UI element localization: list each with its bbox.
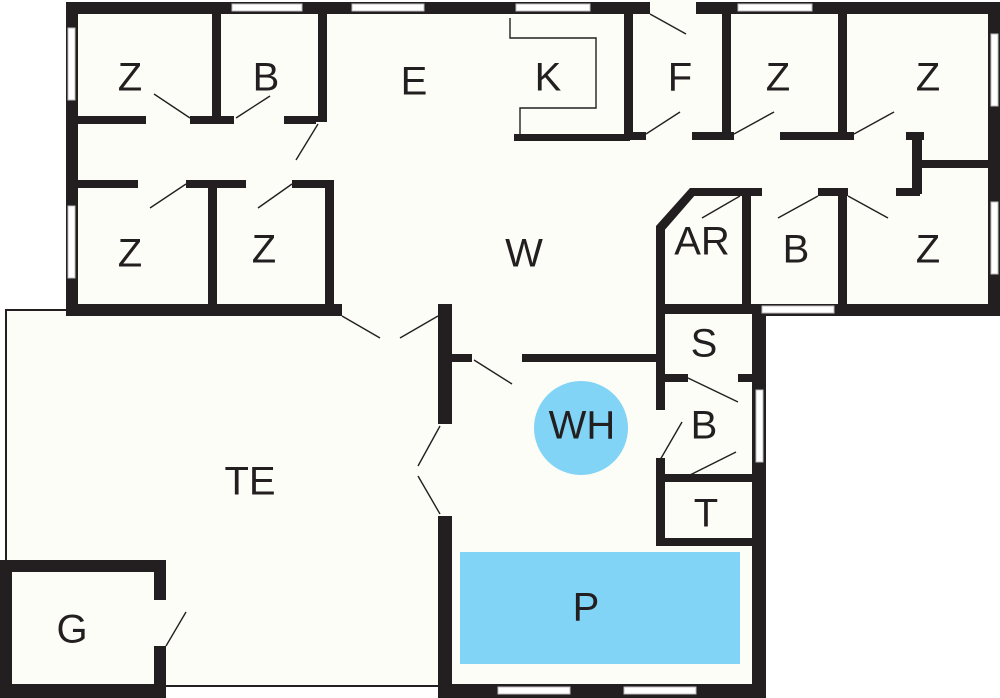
room-label-g: G [56, 608, 87, 652]
room-label-z6: Z [916, 228, 940, 272]
room-label-e: E [401, 60, 428, 104]
room-label-f: F [668, 56, 692, 100]
room-label-z1: Z [118, 56, 142, 100]
room-label-p: P [573, 586, 600, 630]
doors [149, 0, 895, 647]
room-label-s: S [691, 322, 718, 366]
room-label-z5: Z [252, 228, 276, 272]
whirlpool [534, 381, 628, 475]
room-label-wh: WH [549, 404, 616, 448]
garage-floor [0, 562, 164, 692]
room-label-z2: Z [766, 56, 790, 100]
room-label-b3: B [691, 404, 718, 448]
room-label-te: TE [224, 460, 275, 504]
room-label-ar: AR [674, 220, 730, 264]
room-label-z4: Z [118, 232, 142, 276]
room-label-k: K [535, 56, 562, 100]
room-label-z3: Z [916, 56, 940, 100]
room-labels: Z B E K F Z Z Z Z W AR B Z S WH B T TE G… [56, 56, 940, 652]
room-label-b2: B [783, 228, 810, 272]
windows [67, 3, 999, 695]
room-label-b1: B [253, 56, 280, 100]
room-label-w: W [505, 232, 543, 276]
room-label-t: T [694, 492, 718, 536]
pool [460, 552, 740, 664]
